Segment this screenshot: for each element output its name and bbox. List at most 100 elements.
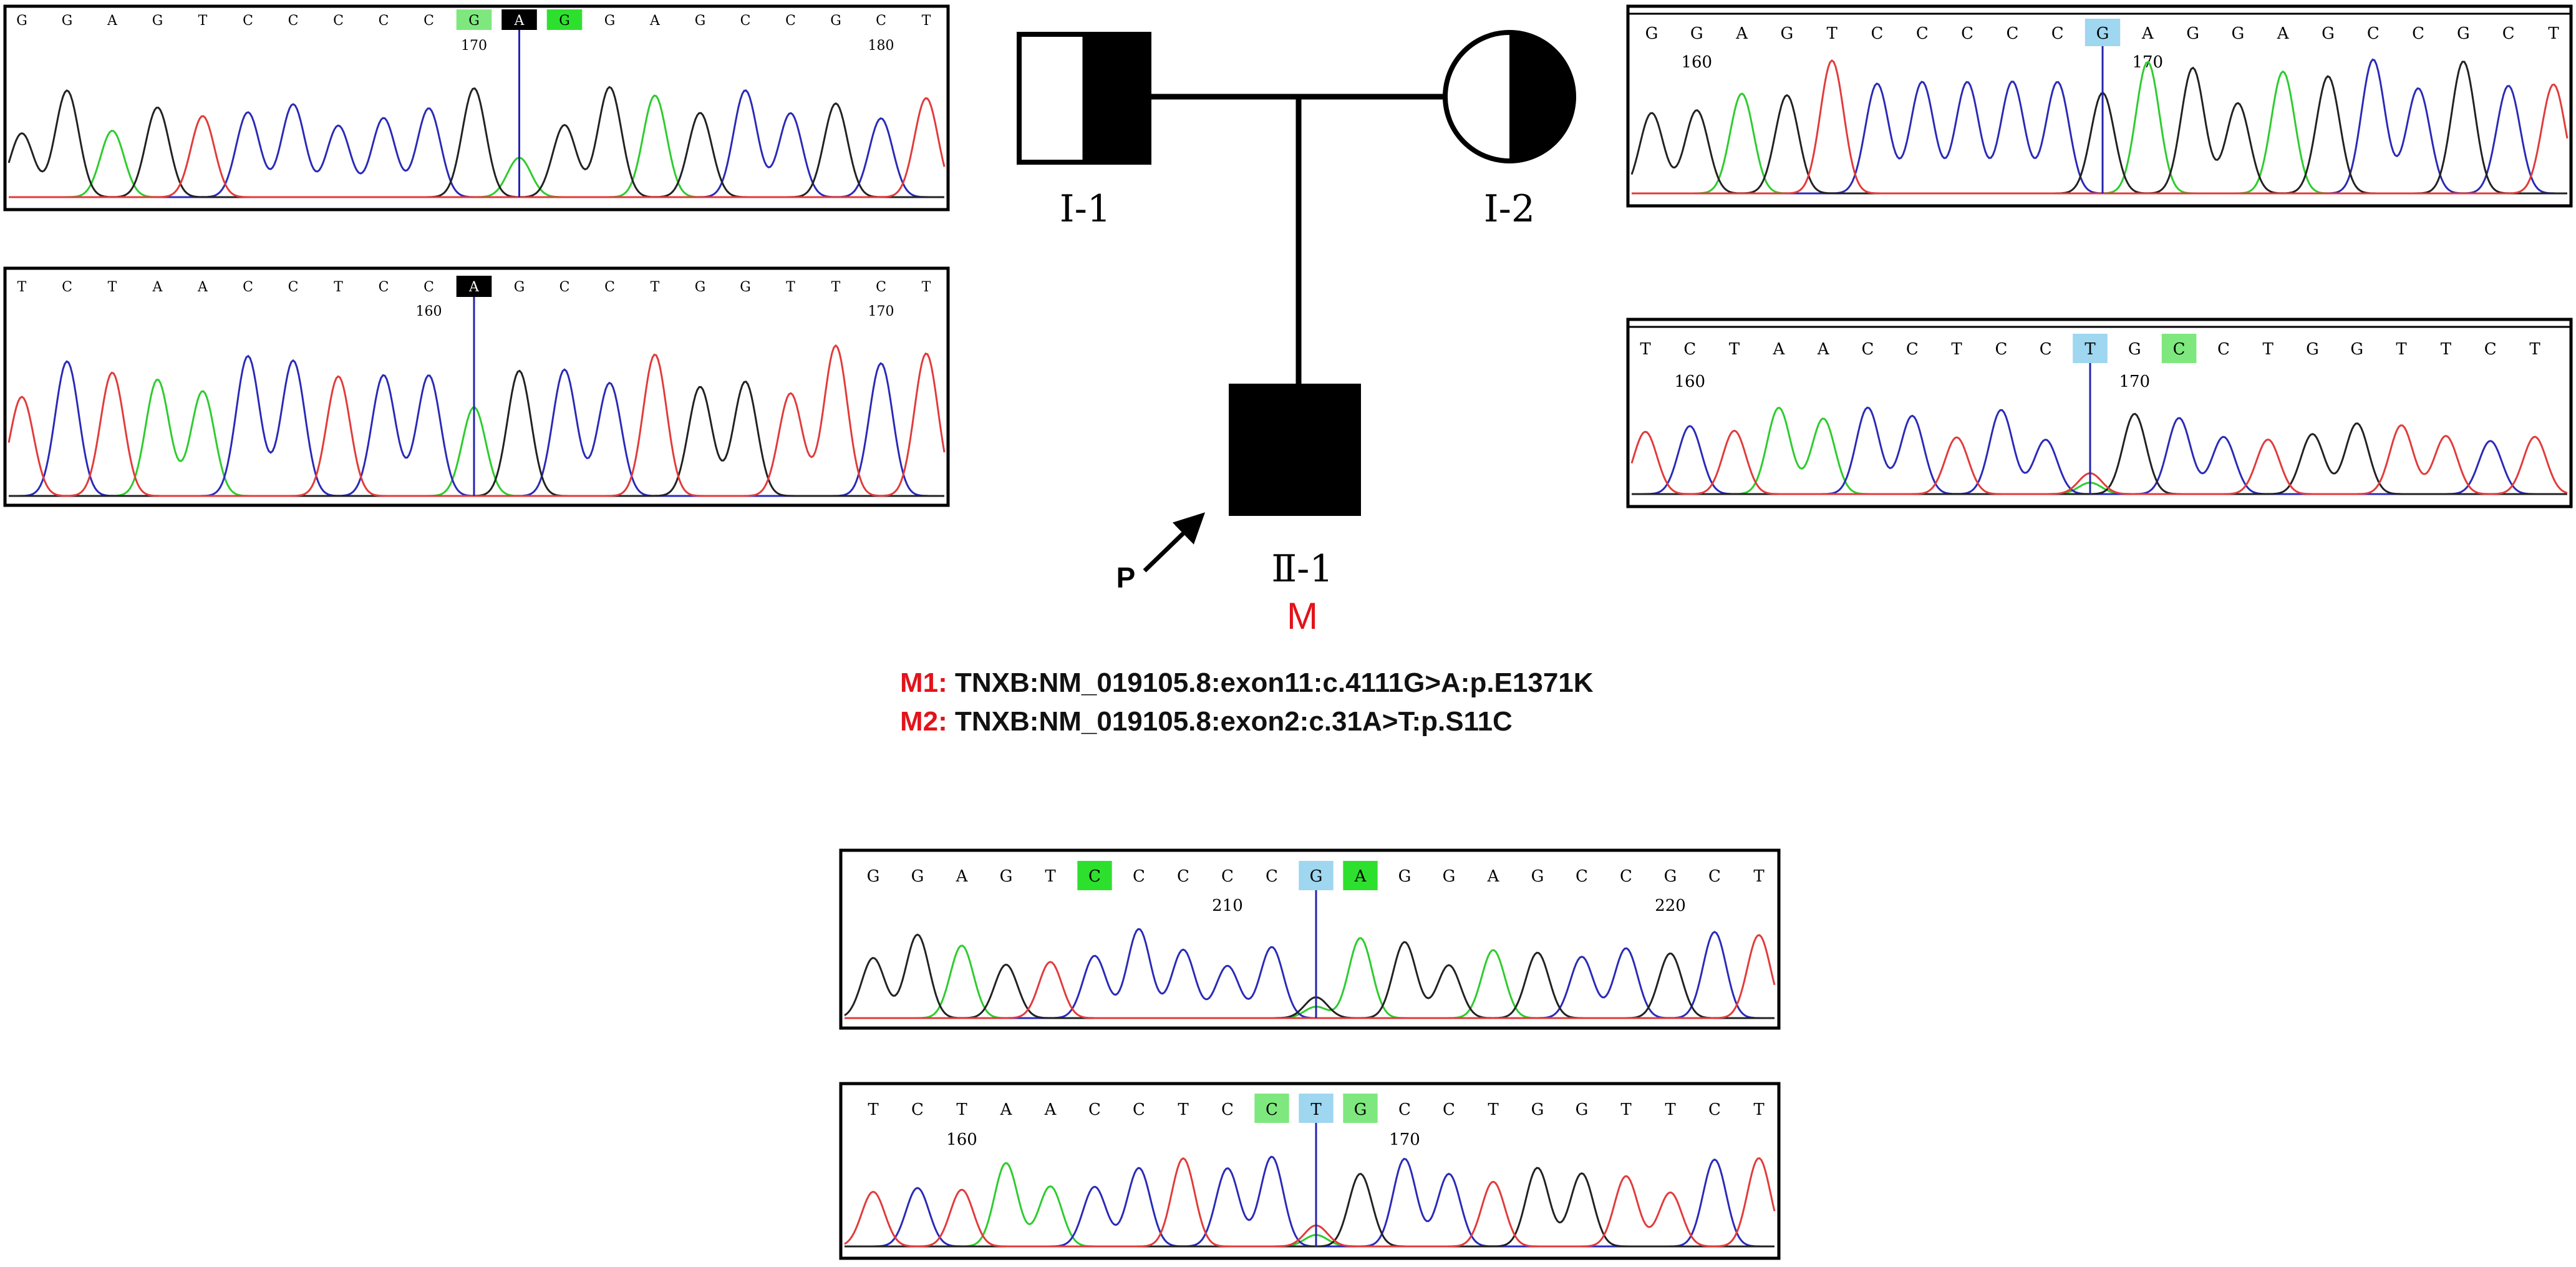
base-letter: T — [1951, 340, 1962, 359]
base-letter: G — [604, 13, 616, 29]
proband-marker: M — [1287, 595, 1318, 637]
base-highlight — [1299, 861, 1334, 890]
base-letter: G — [1664, 867, 1677, 886]
base-letter: G — [514, 279, 525, 295]
base-letter: C — [2051, 24, 2064, 43]
base-letter: G — [2306, 340, 2319, 359]
base-highlight — [1299, 1094, 1334, 1123]
base-letter: G — [1690, 24, 1703, 43]
base-letter: T — [198, 13, 208, 29]
base-letter: T — [1753, 1100, 1765, 1119]
base-letter: C — [1871, 24, 1884, 43]
base-letter: A — [197, 279, 208, 295]
base-letter: C — [379, 13, 389, 29]
base-letter: T — [1827, 24, 1838, 43]
base-letter: G — [62, 13, 73, 29]
base-letter: C — [243, 13, 253, 29]
base-letter: T — [2441, 340, 2452, 359]
base-letter: G — [559, 13, 570, 29]
base-letter: T — [1620, 1100, 1632, 1119]
base-letter: C — [785, 13, 796, 29]
base-highlight — [546, 9, 583, 30]
base-letter: C — [2484, 340, 2497, 359]
position-number: 170 — [461, 38, 487, 54]
base-letter: C — [1443, 1100, 1455, 1119]
base-letter: G — [1443, 867, 1456, 886]
base-letter: A — [1044, 1100, 1057, 1119]
base-highlight — [1254, 1094, 1289, 1123]
position-number: 210 — [1212, 896, 1243, 915]
base-letter: G — [911, 867, 924, 886]
proband-label: Ⅱ-1 — [1271, 547, 1333, 591]
position-number: 160 — [1674, 372, 1705, 391]
chromatogram-father-m1 — [3, 4, 950, 211]
base-letter: A — [468, 279, 480, 295]
mutation-2: M2: TNXB:NM_019105.8:exon2:c.31A>T:p.S11… — [900, 706, 1513, 737]
base-letter: A — [1487, 867, 1500, 886]
base-letter: C — [62, 279, 72, 295]
base-letter: T — [1753, 867, 1765, 886]
base-letter: G — [468, 13, 480, 29]
base-letter: C — [2040, 340, 2052, 359]
base-letter: C — [2502, 24, 2515, 43]
position-number: 170 — [2119, 372, 2150, 391]
father-right-half — [1084, 34, 1149, 162]
base-letter: C — [1266, 867, 1278, 886]
position-number: 180 — [868, 38, 894, 54]
base-letter: T — [2263, 340, 2274, 359]
base-letter: C — [2412, 24, 2424, 43]
base-letter: G — [1531, 1100, 1544, 1119]
base-letter: T — [831, 279, 841, 295]
base-letter: G — [830, 13, 841, 29]
base-letter: C — [1620, 867, 1632, 886]
base-letter: T — [2529, 340, 2540, 359]
base-letter: A — [1354, 867, 1367, 886]
base-letter: G — [2457, 24, 2470, 43]
base-letter: A — [956, 867, 969, 886]
pedigree-mother — [1443, 30, 1576, 163]
base-letter: C — [2006, 24, 2018, 43]
base-letter: T — [2548, 24, 2559, 43]
base-letter: T — [651, 279, 660, 295]
base-letter: C — [1088, 1100, 1101, 1119]
base-letter: A — [649, 13, 661, 29]
base-letter: T — [922, 13, 931, 29]
base-letter: G — [695, 13, 706, 29]
mutation-1-text: TNXB:NM_019105.8:exon11:c.4111G>A:p.E137… — [955, 667, 1594, 698]
base-letter: C — [1683, 340, 1696, 359]
base-letter: G — [16, 13, 27, 29]
base-letter: A — [107, 13, 118, 29]
base-letter: T — [786, 279, 795, 295]
mutation-1-label: M1: — [900, 667, 947, 698]
position-number: 160 — [1681, 53, 1712, 72]
mutation-2-label: M2: — [900, 706, 947, 737]
base-letter: T — [17, 279, 27, 295]
base-letter: C — [2173, 340, 2186, 359]
base-letter: G — [152, 13, 163, 29]
base-letter: A — [1773, 340, 1786, 359]
base-letter: T — [1665, 1100, 1676, 1119]
base-highlight — [456, 9, 492, 30]
base-letter: G — [1000, 867, 1013, 886]
proband-arrow-label: P — [1116, 561, 1136, 594]
base-letter: C — [1995, 340, 2007, 359]
base-letter: C — [1916, 24, 1929, 43]
base-letter: T — [334, 279, 343, 295]
base-letter: G — [2322, 24, 2335, 43]
base-letter: T — [956, 1100, 967, 1119]
base-highlight — [456, 276, 492, 297]
base-letter: A — [514, 13, 525, 29]
father-label: Ⅰ-1 — [1060, 187, 1111, 231]
base-highlight — [2161, 334, 2197, 363]
base-letter: G — [867, 867, 880, 886]
base-letter: A — [1000, 1100, 1013, 1119]
base-letter: C — [424, 13, 434, 29]
base-letter: G — [1781, 24, 1794, 43]
base-letter: T — [1488, 1100, 1499, 1119]
mutation-2-text: TNXB:NM_019105.8:exon2:c.31A>T:p.S11C — [955, 706, 1513, 737]
base-letter: C — [1576, 867, 1588, 886]
base-letter: C — [2367, 24, 2380, 43]
